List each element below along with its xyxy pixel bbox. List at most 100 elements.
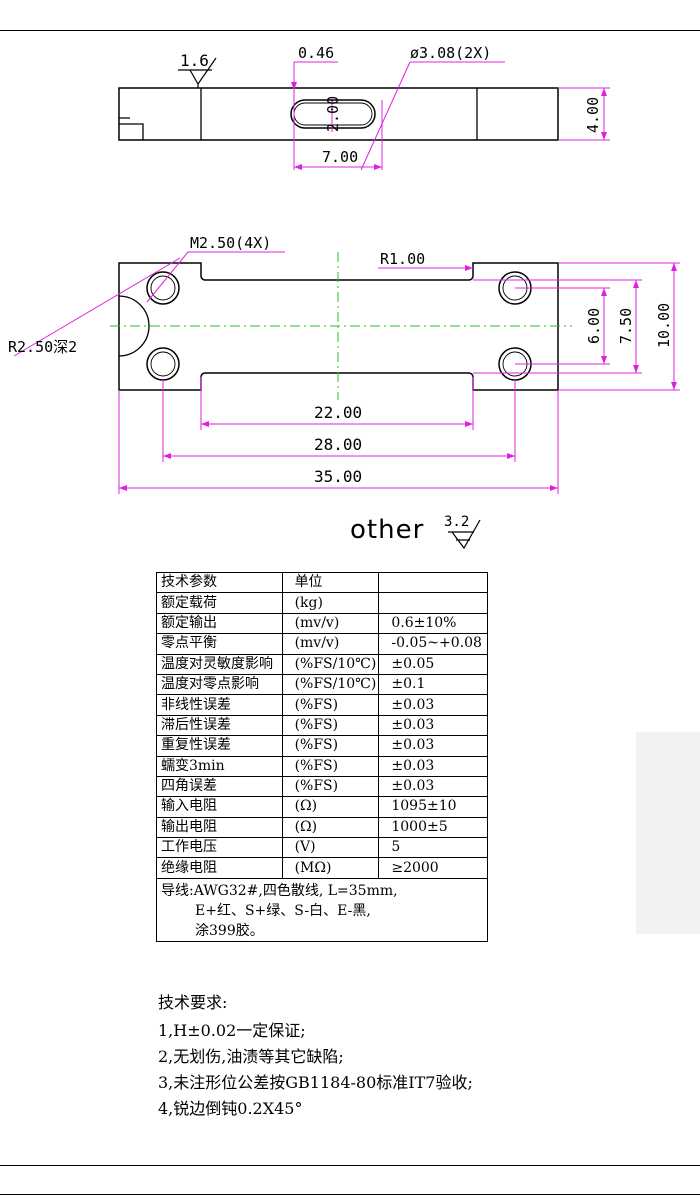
top-border-line [0, 30, 700, 31]
spec-unit: (MΩ) [281, 857, 380, 879]
spec-value: ±0.03 [378, 714, 488, 737]
hole-bottom-left-inner [150, 351, 176, 377]
spec-row: 绝缘电阻(MΩ)≥2000 [156, 857, 488, 879]
spec-unit: (kg) [281, 592, 380, 614]
dim-thickness-text: 4.00 [584, 97, 602, 133]
arrow-slot-length-left [294, 164, 302, 170]
spec-note-line: 涂399胶。 [195, 922, 264, 939]
spec-row: 额定载荷(kg) [156, 592, 488, 614]
arrow-6-bottom [601, 356, 607, 364]
spec-unit: (mv/v) [281, 633, 380, 655]
requirements-title: 技术要求: [158, 993, 228, 1012]
spec-value [378, 571, 488, 594]
spec-value: 0.6±10% [378, 612, 488, 635]
arrow-thickness-bottom [601, 132, 607, 140]
spec-value: -0.05~+0.08 [378, 633, 488, 655]
dim-75-text: 7.50 [617, 308, 635, 344]
spec-value: 1095±10 [378, 796, 488, 818]
requirement-item: 4,锐边倒钝0.2X45° [158, 1099, 303, 1118]
arrow-28-right [507, 453, 515, 459]
spec-param: 额定输出 [156, 612, 283, 635]
spec-row: 输出电阻(Ω)1000±5 [156, 816, 488, 839]
spec-param: 技术参数 [156, 571, 283, 594]
front-view: M2.50(4X) R1.00 R2.50深2 6.00 7.50 10.00 … [8, 234, 680, 494]
slot-inner-outline [293, 102, 373, 126]
spec-param: 额定载荷 [156, 592, 283, 614]
dim-r1-text: R1.00 [380, 250, 425, 268]
spec-param: 绝缘电阻 [156, 857, 283, 879]
roughness-value-top: 1.6 [180, 51, 209, 70]
dim-slot-width-text: 0.46 [298, 44, 334, 62]
slot-dumbbell-outline [290, 99, 376, 129]
spec-note-line: 导线:AWG32#,四色散线, L=35mm, [161, 882, 398, 899]
spec-param: 温度对零点影响 [156, 673, 283, 696]
spec-param: 温度对灵敏度影响 [156, 653, 283, 675]
dim-thread-leader [146, 251, 189, 303]
dim-r25-text: R2.50深2 [8, 338, 77, 356]
dim-hole-dia-leader [360, 61, 411, 171]
spec-row: 零点平衡(mv/v)-0.05~+0.08 [156, 633, 488, 655]
roughness-symbol-other [448, 519, 481, 550]
dim-slot-height-text: 2.00 [324, 96, 342, 132]
spec-row: 额定输出(mv/v)0.6±10% [156, 612, 488, 635]
arrow-10-top [671, 263, 677, 271]
spec-param: 非线性误差 [156, 694, 283, 716]
spec-row: 重复性误差(%FS)±0.03 [156, 735, 488, 757]
spec-param: 蠕变3min [156, 755, 283, 777]
spec-param: 工作电压 [156, 837, 283, 859]
spec-row: 技术参数单位 [156, 571, 488, 594]
arrow-6-top [601, 288, 607, 296]
spec-value: 1000±5 [378, 816, 488, 839]
spec-param: 重复性误差 [156, 735, 283, 757]
front-view-arc-left [118, 295, 150, 357]
dim-hole-dia-text: ø3.08(2X) [410, 44, 491, 62]
spec-value: ≥2000 [378, 857, 488, 879]
spec-value: ±0.05 [378, 653, 488, 675]
spec-value [378, 592, 488, 614]
other-roughness-mark: other 3.2 [350, 514, 481, 550]
spec-table-body: 技术参数单位额定载荷(kg)额定输出(mv/v)0.6±10%零点平衡(mv/v… [156, 571, 488, 942]
dim-r25-leader [13, 257, 181, 357]
dim-22-text: 22.00 [314, 403, 362, 422]
bottom-border-line [0, 1165, 700, 1166]
spec-unit: (%FS) [281, 694, 380, 716]
spec-value: ±0.03 [378, 755, 488, 777]
spec-unit: (%FS) [281, 735, 380, 757]
spec-value: ±0.1 [378, 673, 488, 696]
arrow-35-right [550, 485, 558, 491]
spec-row: 输入电阻(Ω)1095±10 [156, 796, 488, 818]
arrow-thickness-top [601, 88, 607, 96]
spec-note-line: E+红、S+绿、S-白、E-黑, [195, 902, 371, 919]
arrow-r1 [465, 265, 473, 271]
spec-unit: (%FS) [281, 775, 380, 798]
spec-value: ±0.03 [378, 735, 488, 757]
dim-6-text: 6.00 [585, 308, 603, 344]
arrow-22-left [201, 421, 209, 427]
spec-param: 四角误差 [156, 775, 283, 798]
spec-row: 温度对零点影响(%FS/10℃)±0.1 [156, 673, 488, 696]
technical-drawing: 1.6 0.46 ø3.08(2X) 2.00 7.00 4.00 [8, 44, 680, 550]
spec-row: 蠕变3min(%FS)±0.03 [156, 755, 488, 777]
requirement-item: 2,无划伤,油渍等其它缺陷; [158, 1047, 344, 1066]
spec-note-row: 导线:AWG32#,四色散线, L=35mm, E+红、S+绿、S-白、E-黑, 涂… [156, 877, 488, 942]
side-gray-panel [636, 732, 700, 934]
spec-unit: (%FS) [281, 714, 380, 737]
requirement-item: 3,未注形位公差按GB1184-80标准IT7验收; [158, 1073, 473, 1092]
spec-unit: 单位 [281, 571, 380, 594]
spec-unit: (%FS/10℃) [281, 673, 380, 696]
spec-note: 导线:AWG32#,四色散线, L=35mm, E+红、S+绿、S-白、E-黑, 涂… [156, 877, 488, 942]
spec-table: 技术参数单位额定载荷(kg)额定输出(mv/v)0.6±10%零点平衡(mv/v… [156, 571, 488, 942]
spec-value: ±0.03 [378, 694, 488, 716]
arrow-75-top [633, 280, 639, 288]
arrow-75-bottom [633, 365, 639, 373]
dim-thread-text: M2.50(4X) [190, 234, 271, 252]
top-view-outline [118, 87, 559, 141]
arrow-slot-width [291, 82, 297, 90]
spec-value: ±0.03 [378, 775, 488, 798]
other-roughness-value: 3.2 [444, 514, 469, 530]
arrow-28-left [163, 453, 171, 459]
arrow-slot-length-right [374, 164, 382, 170]
spec-row: 滞后性误差(%FS)±0.03 [156, 714, 488, 737]
spec-param: 输出电阻 [156, 816, 283, 839]
requirement-item: 1,H±0.02一定保证; [158, 1021, 306, 1040]
